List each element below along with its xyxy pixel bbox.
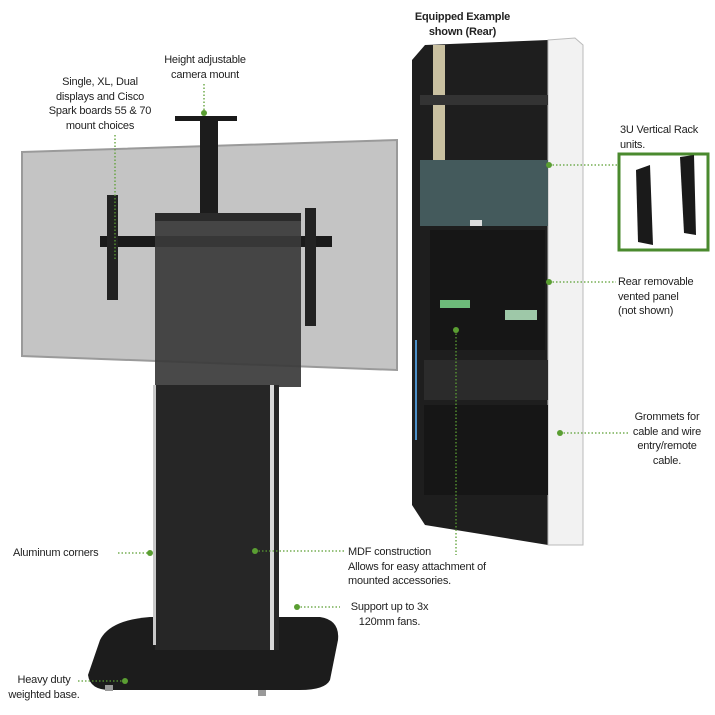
callout-line: displays and Cisco <box>55 90 145 103</box>
callout-line: cable and wire <box>632 425 702 438</box>
callout-line: mount choices <box>65 119 135 132</box>
title-line: shown (Rear) <box>428 25 497 38</box>
callout-line: Grommets for <box>634 411 700 423</box>
callout-fans: Support up to 3x 120mm fans. <box>342 600 437 629</box>
callout-line: mounted accessories. <box>348 575 451 587</box>
aluminum-corner-right <box>270 385 274 650</box>
callout-rack: 3U Vertical Rack units. <box>620 123 698 152</box>
callout-dots <box>122 110 563 684</box>
callout-line: MDF construction <box>348 546 431 558</box>
callout-line: units. <box>620 138 646 151</box>
callout-line: cable. <box>652 454 682 467</box>
camera-mount-plate <box>175 116 237 121</box>
callout-grommets: Grommets for cable and wire entry/remote… <box>622 410 712 468</box>
callout-line: camera mount <box>171 68 239 81</box>
callout-line: 3U Vertical Rack <box>620 124 699 136</box>
callout-line: Single, XL, Dual <box>62 76 138 88</box>
callout-line: Rear removable <box>618 276 694 288</box>
callout-line: Support up to 3x <box>350 601 429 613</box>
callout-aluminum: Aluminum corners <box>13 546 99 561</box>
callout-mdf: MDF construction Allows for easy attachm… <box>348 545 486 589</box>
callout-panel: Rear removable vented panel (not shown) <box>618 275 694 319</box>
stand-upper-glass <box>155 215 301 387</box>
cabinet-side-panel <box>547 37 584 546</box>
title-line: Equipped Example <box>414 11 511 23</box>
callout-line: vented panel <box>618 290 679 303</box>
stand-column <box>155 385 279 650</box>
callout-line: Allows for easy attachment of <box>348 560 486 573</box>
callout-line: 120mm fans. <box>358 615 421 628</box>
callout-line: entry/remote <box>637 440 697 452</box>
aluminum-corner-left <box>153 385 156 645</box>
callout-displays: Single, XL, Dual displays and Cisco Spar… <box>35 75 165 133</box>
mount-rail-left <box>107 195 118 300</box>
callout-line: Spark boards 55 & 70 <box>48 105 152 117</box>
callout-line: Height adjustable <box>164 54 246 66</box>
rear-example-title: Equipped Example shown (Rear) <box>405 10 520 39</box>
callout-line: (not shown) <box>618 305 674 317</box>
rack-unit-device <box>420 160 548 226</box>
callout-leaders <box>78 84 630 682</box>
callout-line: weighted base. <box>8 688 80 701</box>
callout-base: Heavy duty weighted base. <box>3 673 85 702</box>
callout-camera: Height adjustable camera mount <box>150 53 260 82</box>
callout-line: Heavy duty <box>17 674 71 686</box>
mount-rail-right <box>305 208 316 326</box>
camera-mount-pole <box>200 120 218 220</box>
callout-line: Aluminum corners <box>13 547 99 559</box>
